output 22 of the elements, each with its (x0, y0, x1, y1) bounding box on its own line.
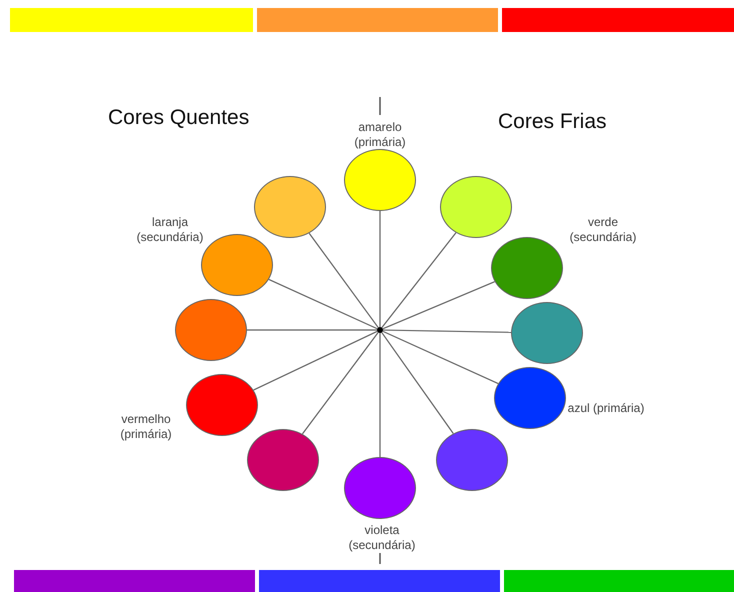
spoke-line (382, 281, 495, 330)
spoke-line (382, 329, 512, 333)
spoke-line (253, 330, 378, 391)
color-circle (201, 234, 273, 296)
spoke-line (382, 330, 498, 384)
color-name-label: azul (primária) (566, 401, 646, 416)
spoke-line (268, 278, 378, 330)
spoke-line (381, 332, 454, 434)
group-heading: Cores Frias (498, 110, 607, 134)
color-name-label: violeta (secundária) (348, 523, 416, 553)
spoke-line (308, 232, 379, 328)
spoke-line (379, 333, 381, 457)
group-heading: Cores Quentes (108, 106, 250, 130)
spoke-line (302, 332, 379, 434)
color-circle (491, 237, 563, 299)
color-name-label: verde (secundária) (568, 215, 638, 245)
spoke-line (381, 232, 456, 328)
color-name-label: laranja (secundária) (136, 215, 204, 245)
spoke-line (247, 329, 377, 331)
spoke-line (379, 211, 381, 327)
color-name-label: vermelho (primária) (119, 412, 173, 442)
color-name-label: amarelo (primária) (353, 120, 407, 150)
